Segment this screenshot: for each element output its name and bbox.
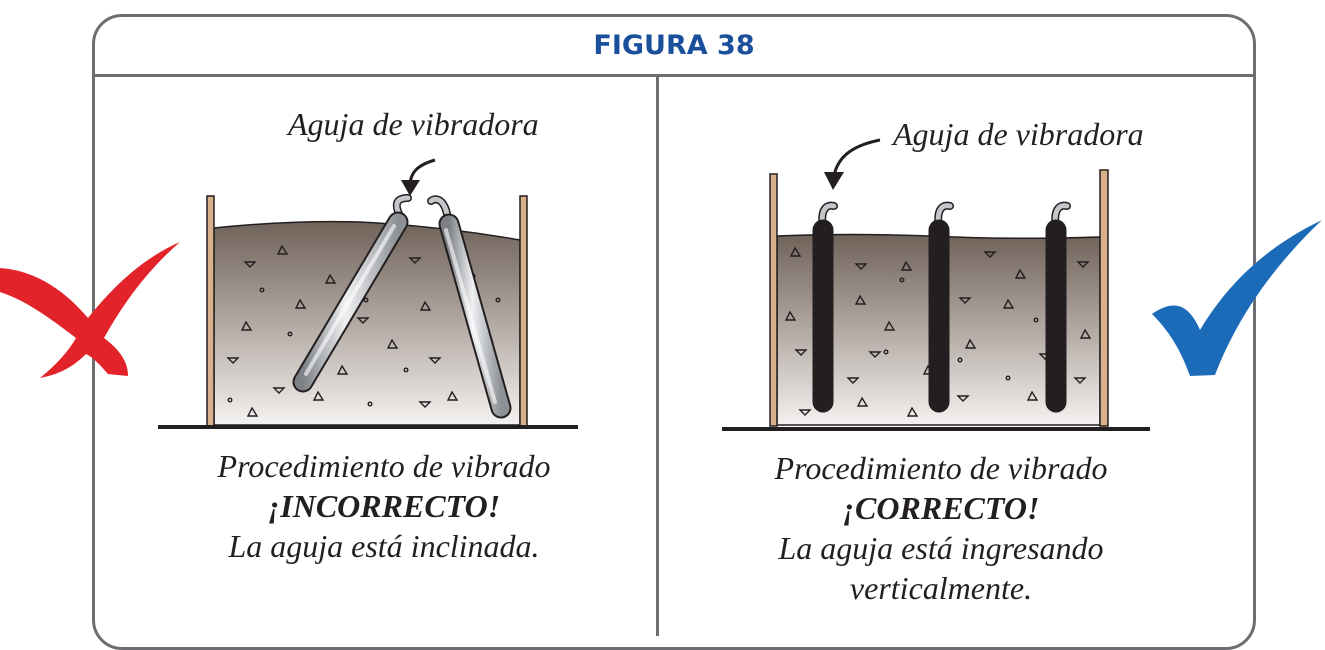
vibrator-needle-vertical-2	[928, 201, 954, 413]
caption-left-line-1: Procedimiento de vibrado	[217, 448, 551, 484]
caption-right-line-1: Procedimiento de vibrado	[774, 450, 1108, 486]
caption-right-line-3: La aguja está ingresando	[778, 530, 1104, 566]
formwork-board-right-a	[769, 173, 778, 427]
vibrator-needle-vertical-1	[812, 201, 838, 413]
cross-mark-icon	[0, 242, 180, 378]
illustration-layer	[0, 138, 1322, 431]
needle-label-right: Aguja de vibradora	[893, 116, 1144, 152]
vibrator-needle-tilted-1	[292, 194, 412, 393]
vibrator-needle-tilted-2	[427, 195, 512, 419]
check-mark-icon	[1152, 220, 1322, 376]
formwork-board-left-b	[519, 195, 528, 427]
vibrator-needle-vertical-3	[1045, 201, 1071, 413]
pointer-arrow-right	[832, 138, 881, 177]
concrete-mass-left	[213, 220, 521, 426]
formwork-board-right-b	[1099, 169, 1109, 427]
right-illustration	[722, 138, 1150, 431]
formwork-board-left-a	[206, 195, 215, 427]
aggregate-particles-right	[784, 246, 1092, 417]
figure-title: FIGURA 38	[593, 29, 755, 61]
arrow-head-right-icon	[824, 172, 844, 190]
title-divider	[92, 74, 1256, 77]
arrow-head-left-icon	[401, 180, 420, 196]
caption-right-status: ¡CORRECTO!	[842, 490, 1040, 526]
panel-divider	[656, 76, 659, 636]
caption-left-status: ¡INCORRECTO!	[267, 488, 501, 524]
left-illustration	[158, 158, 578, 429]
caption-right: Procedimiento de vibrado ¡CORRECTO! La a…	[731, 448, 1151, 608]
caption-left-line-3: La aguja está inclinada.	[228, 528, 540, 564]
needle-label-left: Aguja de vibradora	[288, 106, 539, 142]
figure-title-bar: FIGURA 38	[92, 14, 1256, 76]
figure-canvas: FIGURA 38	[0, 14, 1322, 650]
caption-right-line-4: verticalmente.	[849, 570, 1033, 606]
caption-left: Procedimiento de vibrado ¡INCORRECTO! La…	[174, 446, 594, 566]
